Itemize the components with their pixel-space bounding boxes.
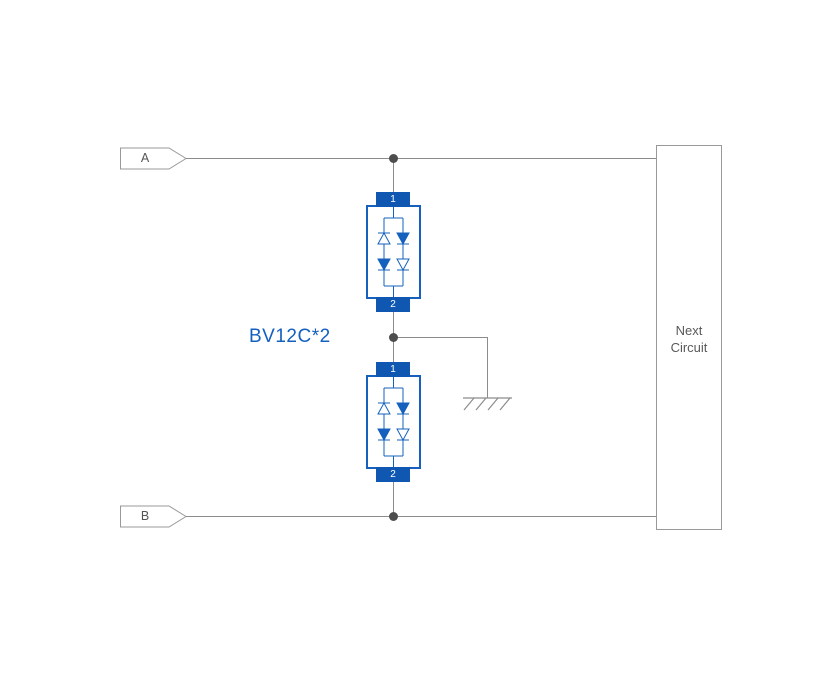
tvs-body: [366, 205, 421, 299]
pin-label: 2: [390, 469, 396, 480]
pin-tab-2: 2: [376, 467, 410, 482]
pin-tab-2: 2: [376, 297, 410, 312]
diode-symbols: [377, 231, 410, 272]
pin-label: 1: [390, 364, 396, 375]
tvs-internal-schematic: [377, 207, 410, 297]
wire-to-ground: [393, 337, 488, 398]
next-circuit-label: Next Circuit: [670, 323, 708, 355]
junction-dot: [389, 512, 398, 521]
pin-label: 1: [390, 194, 396, 205]
net-flag-b-shape: [120, 505, 187, 528]
pin-tab-1: 1: [376, 192, 410, 207]
tvs-component-2: 1: [366, 362, 421, 482]
net-label-b: B: [140, 509, 150, 523]
tvs-component-1: 1: [366, 192, 421, 312]
tvs-internal-schematic: [377, 377, 410, 467]
part-number-label: BV12C*2: [249, 326, 331, 347]
tvs-body: [366, 375, 421, 469]
junction-dot: [389, 333, 398, 342]
pin-label: 2: [390, 299, 396, 310]
net-flag-a-shape: [120, 147, 187, 170]
net-label-a: A: [140, 151, 150, 165]
next-circuit-box: [656, 145, 722, 530]
ground-icon: [463, 397, 512, 411]
junction-dot: [389, 154, 398, 163]
pin-tab-1: 1: [376, 362, 410, 377]
diode-symbols: [377, 401, 410, 442]
